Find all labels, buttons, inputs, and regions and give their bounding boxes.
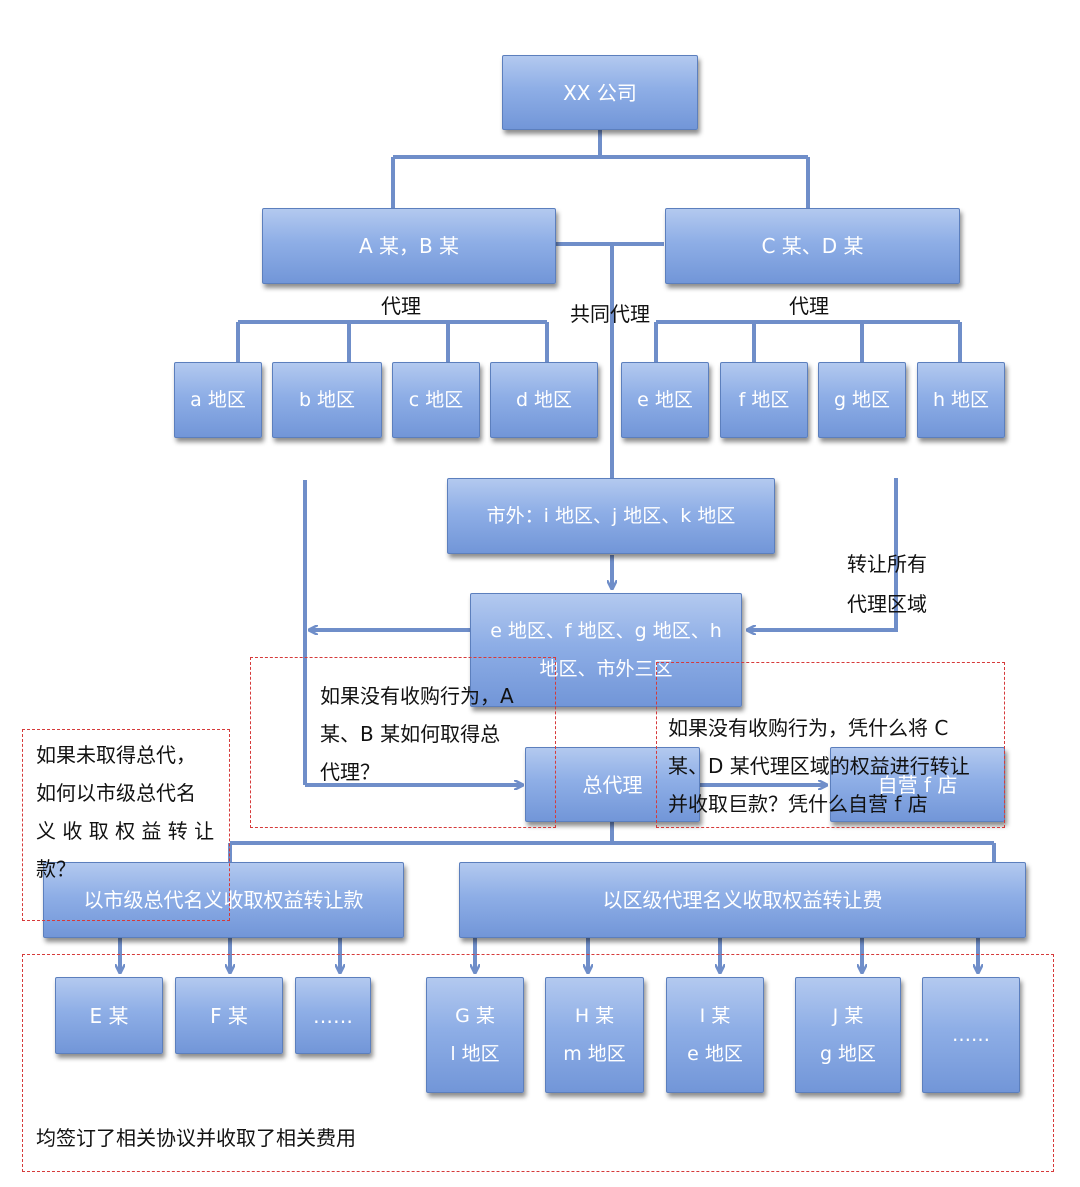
box-text-person: H 某 xyxy=(574,1005,615,1027)
note-left-line: 如果未取得总代， xyxy=(36,743,196,767)
box-district-fee: 以区级代理名义收取权益转让费 xyxy=(459,862,1026,938)
note-bottom: 均签订了相关协议并收取了相关费用 xyxy=(36,1126,356,1150)
box-text-person: I 某 xyxy=(699,1005,731,1027)
box-text: g 地区 xyxy=(833,389,891,411)
box-text-region: e 地区 xyxy=(687,1043,743,1065)
box-text: XX 公司 xyxy=(563,80,637,105)
box-g-person: G 某 l 地区 xyxy=(426,977,524,1093)
box-region-h: h 地区 xyxy=(917,362,1005,438)
box-outer-city: 市外：i 地区、j 地区、k 地区 xyxy=(447,478,775,554)
box-e-person: E 某 xyxy=(55,977,163,1054)
note-right: 如果没有收购行为，凭什么将 C 某、D 某代理区域的权益进行转让 并收取巨款？凭… xyxy=(668,709,1002,823)
box-left-more: …… xyxy=(295,977,371,1054)
box-text: A 某，B 某 xyxy=(358,234,460,258)
line-joint-agency xyxy=(556,242,664,480)
label-transfer-line1: 转让所有 xyxy=(847,552,927,576)
box-text: E 某 xyxy=(89,1003,129,1028)
box-xx-company: XX 公司 xyxy=(502,55,698,130)
box-text: h 地区 xyxy=(932,389,990,411)
box-h-person: H 某 m 地区 xyxy=(545,977,644,1093)
dashed-bottom-group xyxy=(22,954,1054,1172)
box-text: d 地区 xyxy=(515,389,573,411)
label-agent-left: 代理 xyxy=(381,294,421,318)
box-text: 以市级总代名义收取权益转让款 xyxy=(83,888,364,912)
note-left: 如果未取得总代， 如何以市级总代名 义 收 取 权 益 转 让 款？ xyxy=(36,736,222,888)
box-region-e: e 地区 xyxy=(621,362,709,438)
box-ab: A 某，B 某 xyxy=(262,208,556,284)
note-center: 如果没有收购行为，A 某、B 某如何取得总 代理？ xyxy=(320,677,552,791)
box-text: c 地区 xyxy=(408,389,464,411)
label-transfer-line2: 代理区域 xyxy=(847,592,927,616)
line-ab-to-regions xyxy=(236,320,549,362)
box-text: 总代理 xyxy=(582,772,643,797)
label-joint-agent: 共同代理 xyxy=(570,302,650,326)
box-i-person: I 某 e 地区 xyxy=(666,977,764,1093)
note-left-line: 款？ xyxy=(36,857,76,881)
box-region-g: g 地区 xyxy=(818,362,906,438)
note-right-line: 某、D 某代理区域的权益进行转让 xyxy=(668,754,970,778)
box-text-person: J 某 xyxy=(832,1005,864,1027)
box-text-region: l 地区 xyxy=(450,1043,500,1065)
box-f-person: F 某 xyxy=(175,977,283,1054)
box-text-line2: 地区、市外三区 xyxy=(539,658,673,680)
box-text: …… xyxy=(952,1024,990,1046)
note-center-line: 某、B 某如何取得总 xyxy=(320,722,501,746)
box-region-f: f 地区 xyxy=(720,362,808,438)
box-text: e 地区 xyxy=(637,389,693,411)
line-cd-to-regions xyxy=(654,320,962,362)
box-text: f 地区 xyxy=(738,389,790,411)
box-self-store: 自营 f 店 xyxy=(830,747,1005,822)
box-text: 自营 f 店 xyxy=(877,772,958,797)
box-text: C 某、D 某 xyxy=(761,234,864,258)
box-j-person: J 某 g 地区 xyxy=(795,977,901,1093)
box-text: …… xyxy=(313,1003,353,1028)
box-text-region: m 地区 xyxy=(563,1043,626,1065)
box-text: a 地区 xyxy=(190,389,246,411)
dashed-note-right xyxy=(656,662,1005,828)
note-center-line: 如果没有收购行为，A xyxy=(320,684,514,708)
note-left-line: 义 收 取 权 益 转 让 xyxy=(36,819,215,843)
box-region-c: c 地区 xyxy=(392,362,480,438)
line-general-to-fees xyxy=(228,822,996,862)
line-company-to-ab xyxy=(391,130,810,208)
box-text-person: G 某 xyxy=(455,1005,495,1027)
box-text-region: g 地区 xyxy=(819,1043,877,1065)
box-region-d: d 地区 xyxy=(490,362,598,438)
box-text: b 地区 xyxy=(298,389,356,411)
box-region-b: b 地区 xyxy=(272,362,382,438)
box-city-fee: 以市级总代名义收取权益转让款 xyxy=(43,862,404,938)
note-center-line: 代理？ xyxy=(320,760,380,784)
box-right-more: …… xyxy=(922,977,1020,1093)
box-text-line1: e 地区、f 地区、g 地区、h xyxy=(490,620,722,642)
box-cd: C 某、D 某 xyxy=(665,208,960,284)
box-general-agent: 总代理 xyxy=(525,747,700,822)
box-text: 以区级代理名义收取权益转让费 xyxy=(602,888,883,912)
note-left-line: 如何以市级总代名 xyxy=(36,781,196,805)
box-three-zones: e 地区、f 地区、g 地区、h 地区、市外三区 xyxy=(470,593,742,707)
box-text: 市外：i 地区、j 地区、k 地区 xyxy=(486,505,736,527)
arrow-transfer-right xyxy=(748,478,898,630)
dashed-note-center xyxy=(250,657,556,828)
box-region-a: a 地区 xyxy=(174,362,262,438)
note-right-line: 如果没有收购行为，凭什么将 C xyxy=(668,716,949,740)
box-text: F 某 xyxy=(210,1003,248,1028)
label-agent-right: 代理 xyxy=(789,294,829,318)
note-right-line: 并收取巨款？凭什么自营 f 店 xyxy=(668,792,928,816)
dashed-note-left xyxy=(22,729,230,921)
